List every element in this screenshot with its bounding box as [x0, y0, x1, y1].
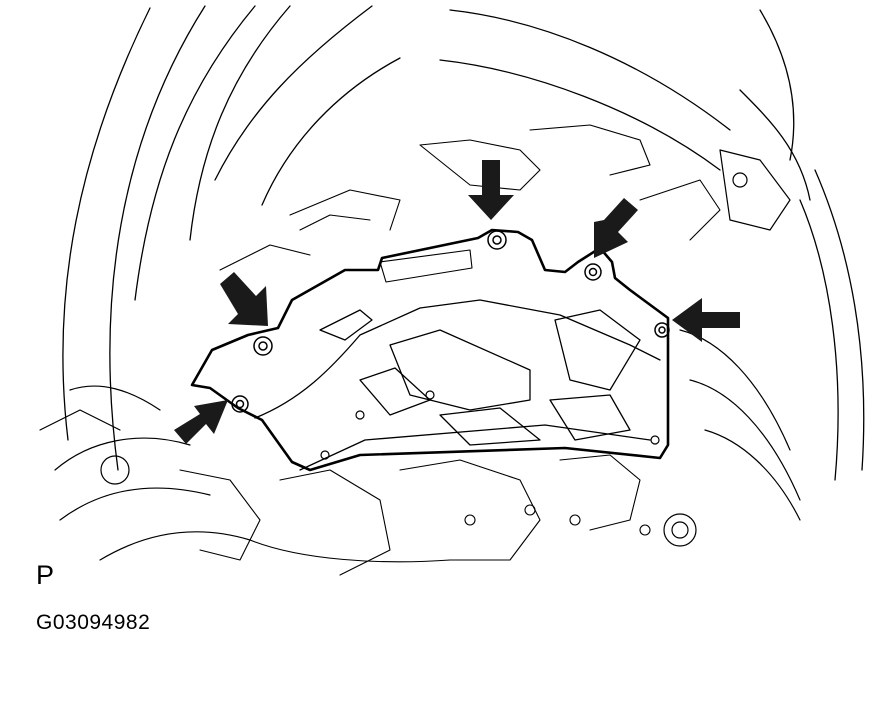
left-side-components: [39, 385, 251, 561]
view-marker-label: P: [36, 560, 55, 590]
bolt-icon: [654, 322, 670, 338]
fender-arcs: [62, 5, 865, 481]
engine-background: [179, 124, 721, 576]
arrow-icon: [594, 198, 638, 258]
arrow-icon: [174, 400, 228, 444]
figure-code-label: G03094982: [36, 611, 151, 634]
arrow-icon: [672, 298, 740, 342]
bolt-icon: [231, 395, 249, 413]
bolt-icon: [253, 336, 273, 356]
arrow-icon: [220, 272, 268, 326]
arrow-icon: [468, 160, 514, 220]
bolt-icon: [487, 230, 507, 250]
right-side-components: [663, 149, 801, 547]
engine-under-cover: [190, 228, 670, 472]
bolt-icon: [584, 263, 602, 281]
